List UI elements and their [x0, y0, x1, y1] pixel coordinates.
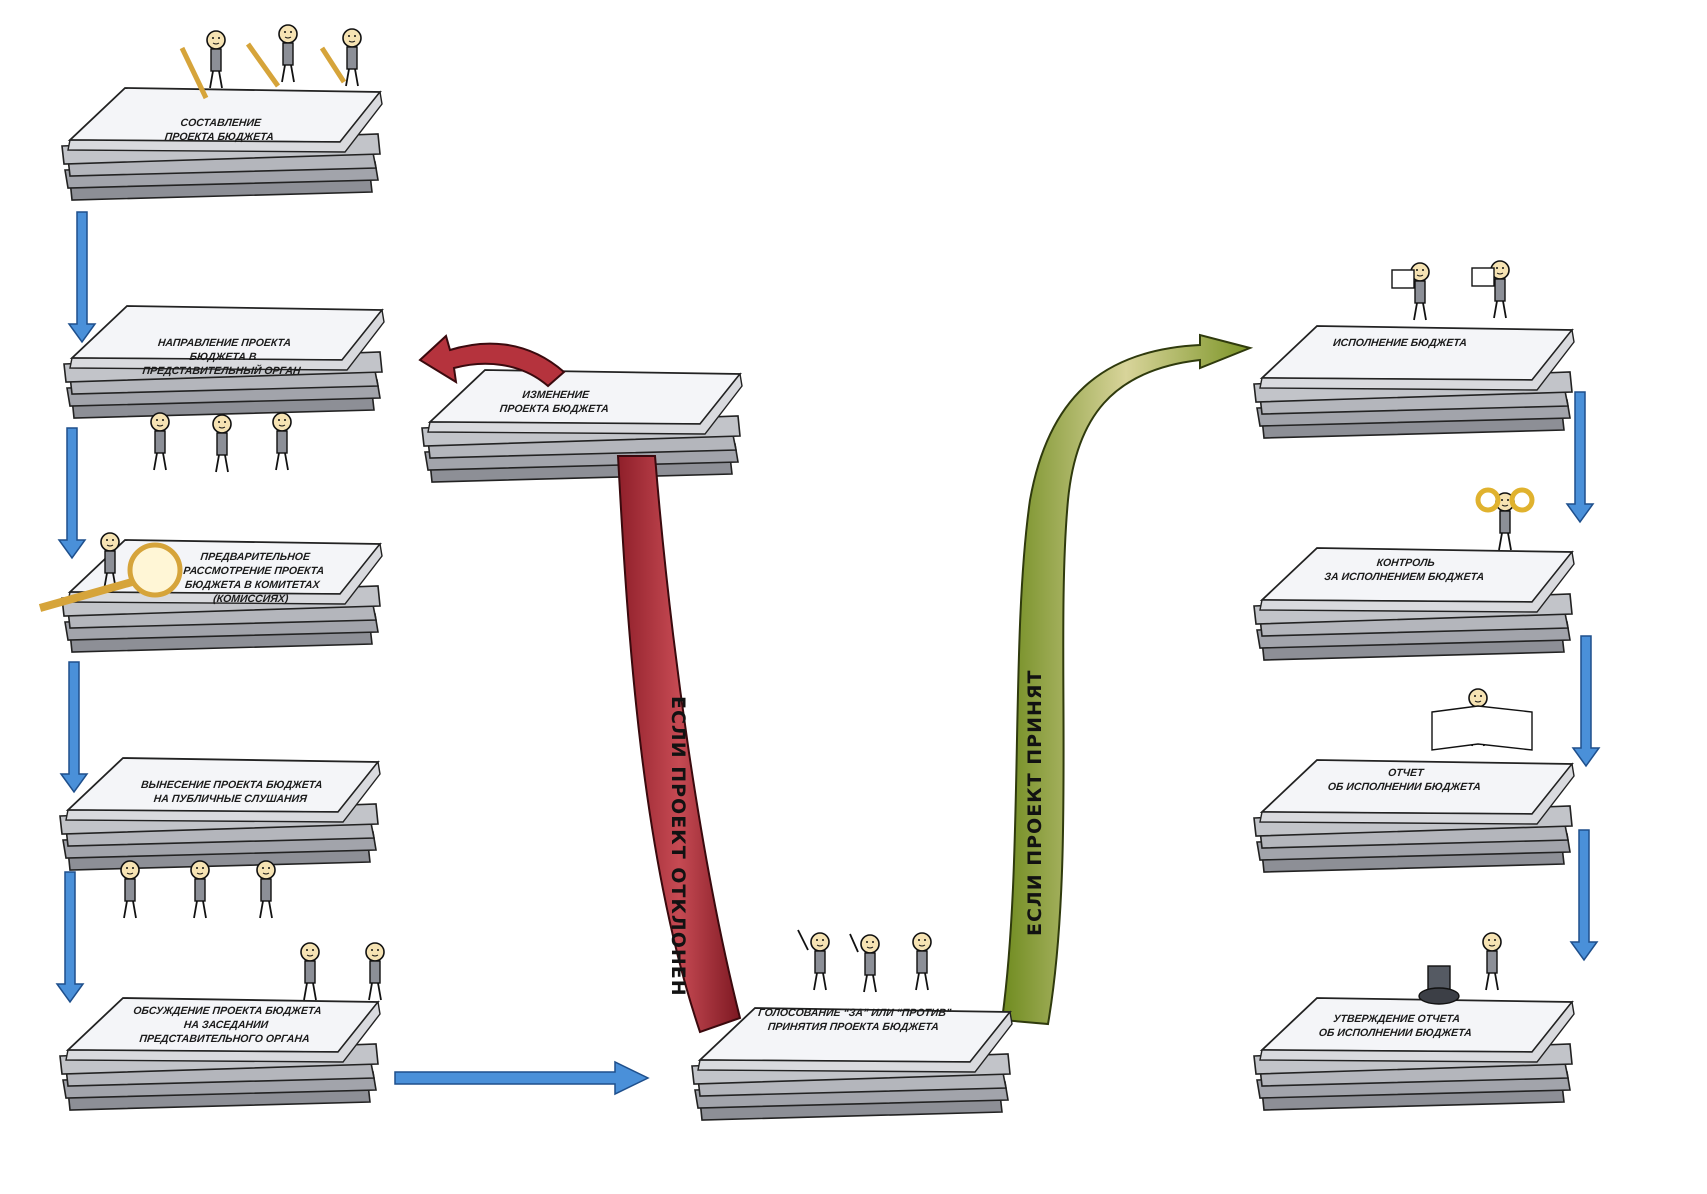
carrier-figures-2	[121, 861, 275, 918]
walking-figures	[1392, 261, 1509, 320]
carrier-figures	[151, 413, 291, 472]
arrow-3-4	[61, 662, 87, 792]
step-4-label: ВЫНЕСЕНИЕ ПРОЕКТА БЮДЖЕТА НА ПУБЛИЧНЫЕ С…	[135, 778, 328, 806]
arrow-10-11	[1571, 830, 1597, 960]
step-2-stack	[64, 306, 384, 472]
step-2-label: НАПРАВЛЕНИЕ ПРОЕКТА БЮДЖЕТА В ПРЕДСТАВИТ…	[126, 336, 320, 378]
step-5-label: ОБСУЖДЕНИЕ ПРОЕКТА БЮДЖЕТА НА ЗАСЕДАНИИ …	[124, 1004, 328, 1046]
rejected-branch-label: ЕСЛИ ПРОЕКТ ОТКЛОНЕН	[667, 696, 689, 946]
arrow-1-2	[69, 212, 95, 342]
stamp-figure	[1419, 933, 1501, 1004]
step-3-label: ПРЕДВАРИТЕЛЬНОЕ РАССМОТРЕНИЕ ПРОЕКТА БЮД…	[165, 550, 341, 606]
step-8-label: ИСПОЛНЕНИЕ БЮДЖЕТА	[1319, 336, 1480, 350]
step-1-stack	[62, 25, 382, 200]
arrow-5-6	[395, 1062, 648, 1094]
step-7-label: ИЗМЕНЕНИЕ ПРОЕКТА БЮДЖЕТА	[479, 388, 632, 416]
pen-figures	[182, 25, 361, 98]
step-6-label: ГОЛОСОВАНИЕ “ЗА” ИЛИ “ПРОТИВ” ПРИНЯТИЯ П…	[743, 1006, 966, 1034]
step-1-label: СОСТАВЛЕНИЕ ПРОЕКТА БЮДЖЕТА	[149, 116, 292, 144]
arrow-4-5	[57, 872, 83, 1002]
step-11-label: УТВЕРЖДЕНИЕ ОТЧЕТА ОБ ИСПОЛНЕНИИ БЮДЖЕТА	[1295, 1012, 1498, 1040]
accepted-branch-label: ЕСЛИ ПРОЕКТ ПРИНЯТ	[1024, 706, 1046, 936]
step-7-stack	[422, 370, 742, 482]
glasses-figure	[1478, 490, 1532, 550]
arrow-9-10	[1573, 636, 1599, 766]
reading-figure	[1432, 689, 1532, 750]
arrow-8-9	[1567, 392, 1593, 522]
discussion-figures	[301, 943, 384, 1000]
voting-figures	[798, 930, 931, 992]
arrow-2-3	[59, 428, 85, 558]
step-10-label: ОТЧЕТ ОБ ИСПОЛНЕНИИ БЮДЖЕТА	[1309, 766, 1502, 794]
step-9-label: КОНТРОЛЬ ЗА ИСПОЛНЕНИЕМ БЮДЖЕТА	[1309, 556, 1502, 584]
